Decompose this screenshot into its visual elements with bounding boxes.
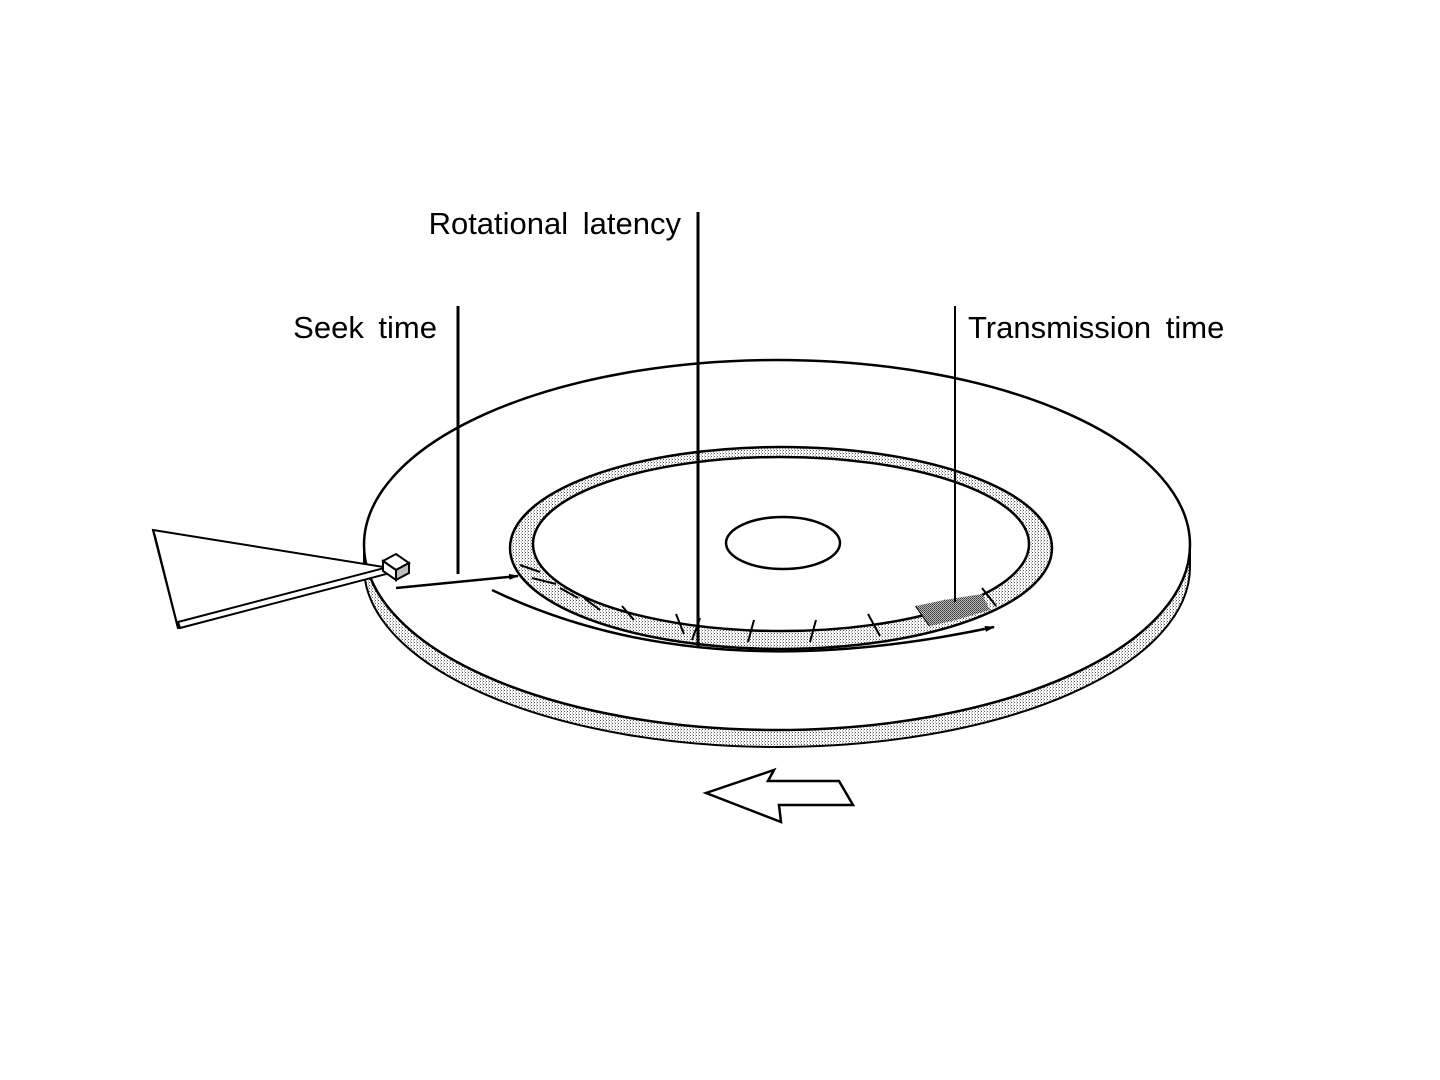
rotational-latency-label: Rotational latency [429, 206, 682, 241]
rotation-arc-arrow [491, 588, 995, 653]
seek-arrow [395, 573, 519, 590]
transmission-sector [916, 594, 990, 626]
track-ring [508, 445, 1054, 651]
transmission-time-label: Transmission time [968, 310, 1224, 345]
disk-rotation-direction-arrow [702, 767, 856, 824]
read-write-head [381, 552, 411, 582]
seek-time-label: Seek time [293, 310, 437, 345]
spindle-hole [724, 515, 842, 571]
actuator-arm [151, 528, 397, 630]
